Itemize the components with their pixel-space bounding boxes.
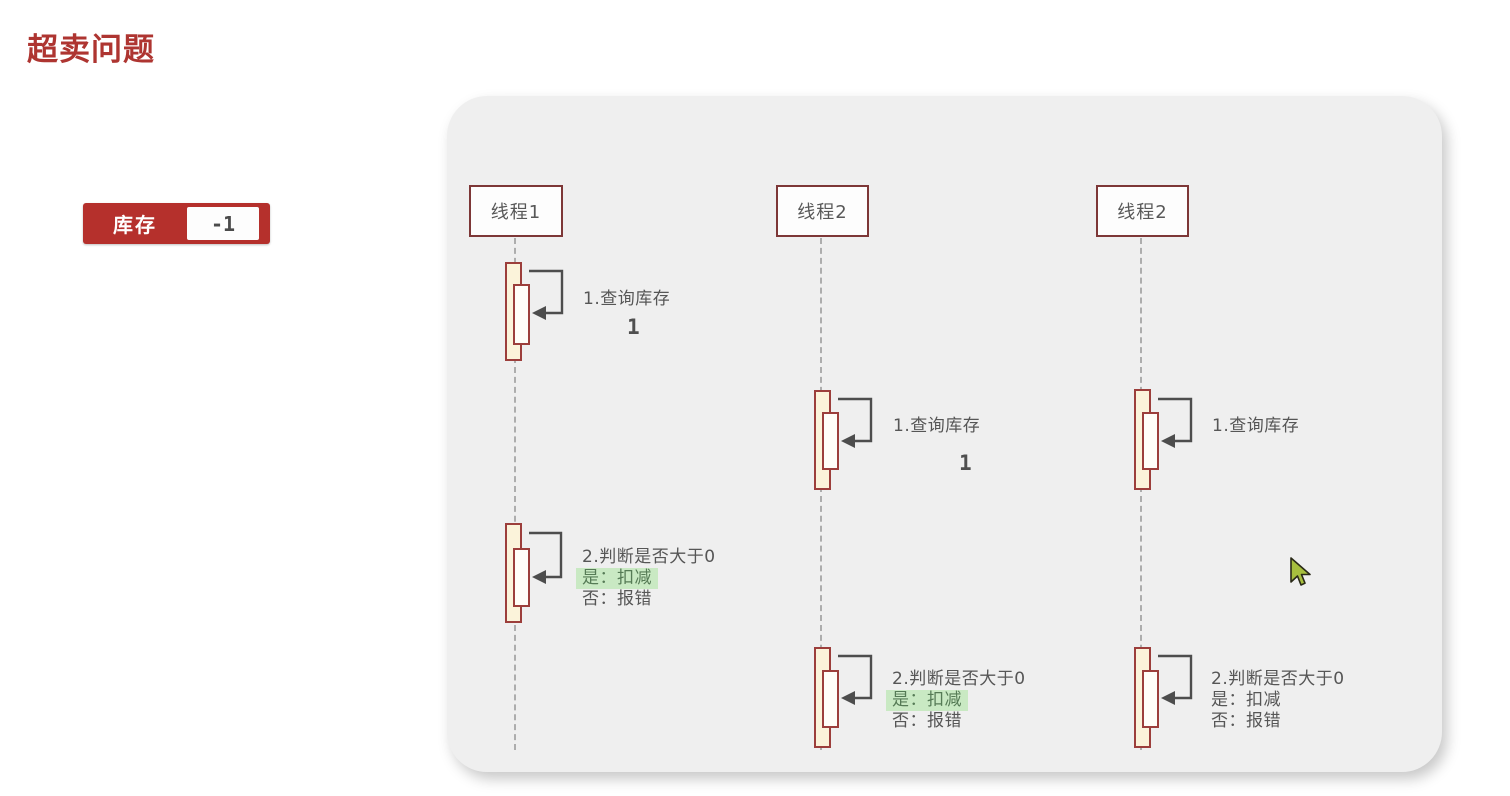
- lifeline-thread3: [1140, 238, 1142, 750]
- inventory-value: -1: [210, 211, 236, 236]
- lifeline-thread2: [820, 238, 822, 750]
- lifeline-thread1: [514, 238, 516, 750]
- check-title: 2.判断是否大于0: [1211, 669, 1345, 689]
- inventory-label: 库存: [113, 213, 157, 237]
- activation-bar-inner: [822, 412, 839, 470]
- self-call-arrow: [1158, 397, 1193, 448]
- self-call-arrow: [1158, 654, 1193, 705]
- page-title: 超卖问题: [27, 32, 155, 68]
- check-no: 否：报错: [582, 589, 652, 609]
- activation-bar-inner: [1142, 670, 1159, 728]
- call-label-check: 2.判断是否大于0 是：扣减 否：报错: [886, 669, 1032, 732]
- self-call-arrow: [529, 531, 563, 584]
- check-title: 2.判断是否大于0: [582, 547, 716, 567]
- diagram-panel: [447, 96, 1442, 772]
- call-label-query: 1.查询库存: [893, 416, 981, 436]
- call-label-check: 2.判断是否大于0 是：扣减 否：报错: [576, 547, 722, 610]
- activation-bar-inner: [513, 284, 530, 345]
- self-call-arrow: [529, 269, 564, 320]
- check-yes-highlight: 是：扣减: [576, 568, 658, 589]
- check-yes-highlight: 是：扣减: [886, 690, 968, 711]
- inventory-badge: 库存 -1: [83, 203, 270, 244]
- call-label-check: 2.判断是否大于0 是：扣减 否：报错: [1205, 669, 1351, 732]
- activation-bar-inner: [513, 548, 530, 607]
- call-label-query: 1.查询库存: [583, 289, 671, 309]
- check-no: 否：报错: [892, 711, 962, 731]
- check-yes: 是：扣减: [1211, 690, 1281, 710]
- thread-box-2: 线程2: [776, 185, 869, 237]
- self-call-arrow: [838, 654, 873, 705]
- self-call-arrow: [838, 397, 873, 448]
- call-result-value: 1: [627, 315, 640, 339]
- inventory-value-box: -1: [187, 207, 259, 240]
- mouse-cursor-icon: [1290, 557, 1311, 586]
- call-label-query: 1.查询库存: [1212, 416, 1300, 436]
- call-result-value: 1: [959, 451, 972, 475]
- thread-box-1: 线程1: [469, 185, 563, 237]
- check-no: 否：报错: [1211, 711, 1281, 731]
- activation-bar-inner: [1142, 412, 1159, 470]
- activation-bar-inner: [822, 670, 839, 728]
- thread-box-3: 线程2: [1096, 185, 1189, 237]
- check-title: 2.判断是否大于0: [892, 669, 1026, 689]
